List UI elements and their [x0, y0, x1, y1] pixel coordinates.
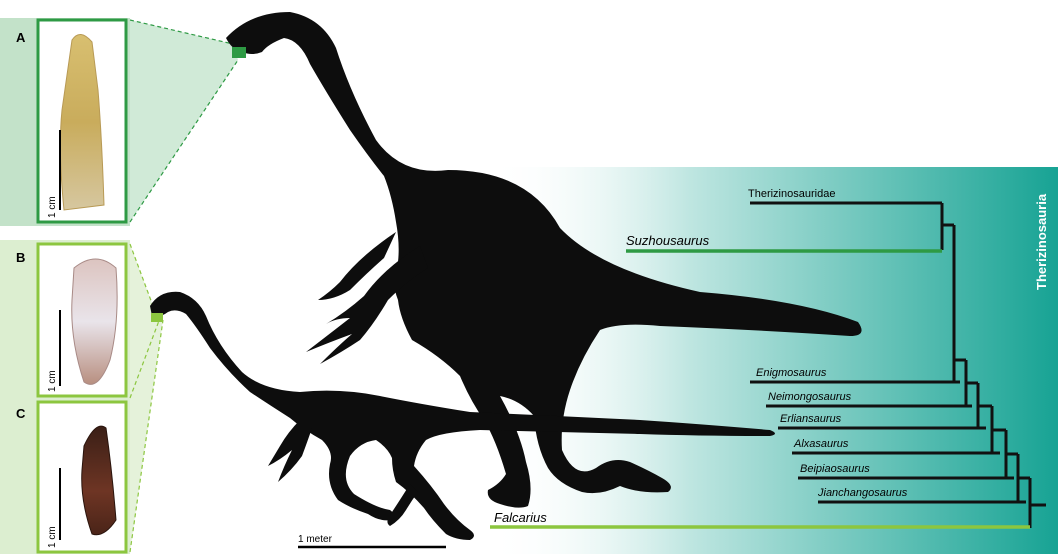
scale-label-b: 1 cm — [47, 370, 58, 392]
panel-c-letter: C — [16, 406, 26, 421]
body-scale-label: 1 meter — [298, 534, 333, 545]
scale-label-a: 1 cm — [47, 196, 58, 218]
body-scale: 1 meter — [298, 534, 446, 547]
panel-a-letter: A — [16, 30, 26, 45]
label-therizinosauridae: Therizinosauridae — [748, 188, 835, 200]
label-erliansaurus: Erliansaurus — [780, 413, 842, 425]
clade-label: Therizinosauria — [1034, 193, 1049, 290]
label-falcarius: Falcarius — [494, 510, 547, 525]
label-enigmosaurus: Enigmosaurus — [756, 367, 827, 379]
small-snout-highlight — [151, 313, 163, 322]
panel-b-letter: B — [16, 250, 25, 265]
scale-label-c: 1 cm — [47, 526, 58, 548]
label-beipiaosaurus: Beipiaosaurus — [800, 463, 870, 475]
zoom-wedge-a — [130, 20, 238, 222]
label-suzhousaurus: Suzhousaurus — [626, 233, 710, 248]
label-alxasaurus: Alxasaurus — [793, 438, 849, 450]
large-snout-highlight — [232, 47, 246, 58]
label-neimongosaurus: Neimongosaurus — [768, 391, 852, 403]
label-jianchangosaurus: Jianchangosaurus — [817, 487, 908, 499]
